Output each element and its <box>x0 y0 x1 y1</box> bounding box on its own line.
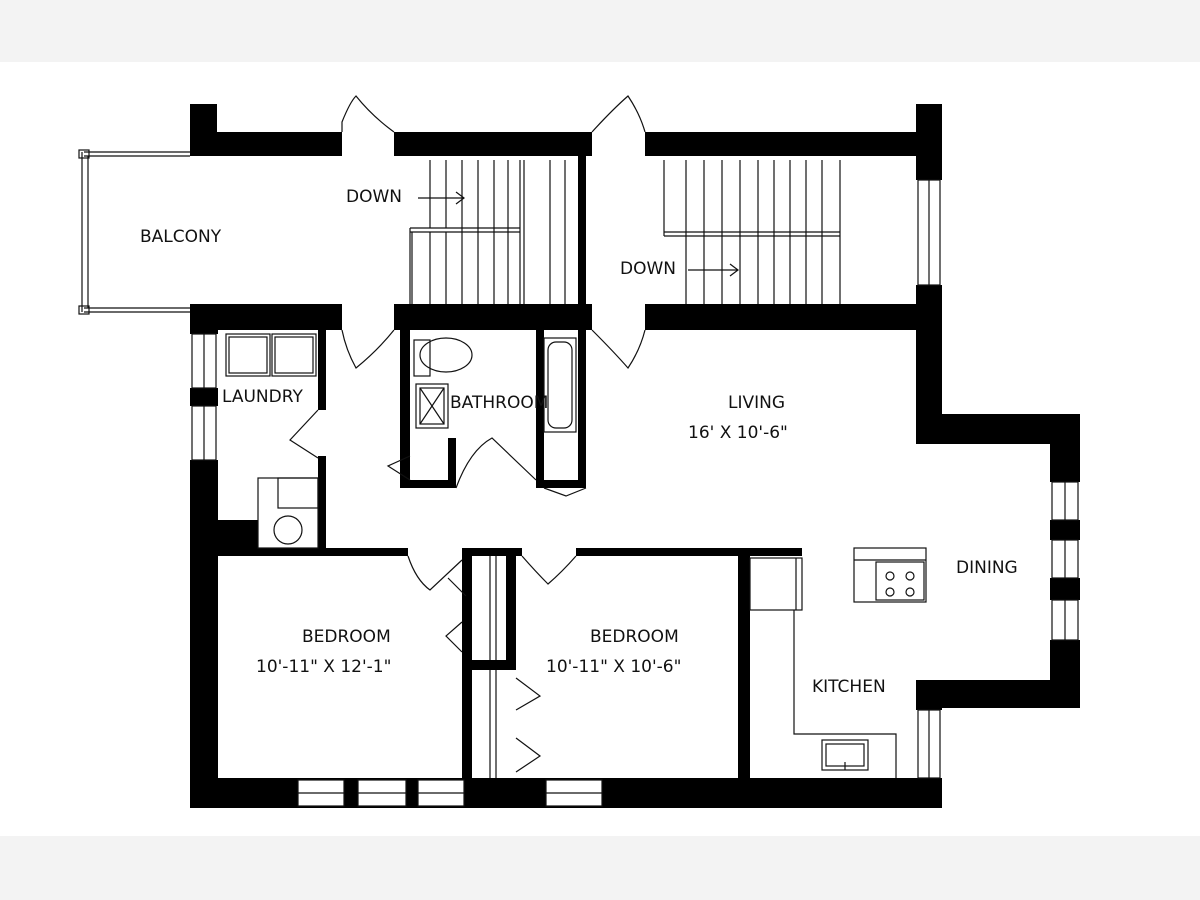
laundry-fixtures <box>225 333 319 549</box>
living-dims: 16' X 10'-6" <box>688 423 788 443</box>
balcony-label: BALCONY <box>140 227 222 247</box>
dining-label: DINING <box>956 558 1018 578</box>
kitchen-fixtures <box>749 547 927 778</box>
living-label: LIVING <box>728 393 785 413</box>
doors <box>289 95 646 778</box>
balcony <box>78 149 190 315</box>
bedroom-2-label: BEDROOM <box>590 627 679 647</box>
walls <box>190 104 1080 808</box>
stairs-left <box>409 160 566 304</box>
room-labels: BALCONY DOWN DOWN LAUNDRY BATHROOM LIVIN… <box>140 187 1018 697</box>
bedroom-2-dims: 10'-11" X 10'-6" <box>546 657 681 677</box>
stairs-right <box>663 160 841 304</box>
stair-down-label-1: DOWN <box>346 187 402 207</box>
bedroom-1-dims: 10'-11" X 12'-1" <box>256 657 391 677</box>
windows <box>191 179 1079 807</box>
bedroom-1-label: BEDROOM <box>302 627 391 647</box>
bathroom-fixtures <box>413 337 577 433</box>
laundry-label: LAUNDRY <box>222 387 303 407</box>
stair-down-label-2: DOWN <box>620 259 676 279</box>
kitchen-label: KITCHEN <box>812 677 886 697</box>
bathroom-label: BATHROOM <box>450 393 548 413</box>
